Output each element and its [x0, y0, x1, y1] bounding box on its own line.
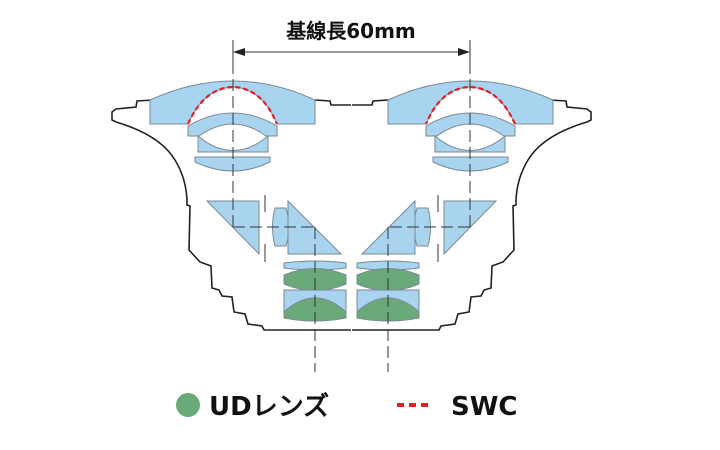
housing-outline	[111, 99, 351, 331]
ud-lens-2	[283, 297, 347, 322]
baseline-title: 基線長60mm	[286, 19, 416, 43]
right-optical-barrel	[350, 60, 593, 374]
objective-rear-lens	[194, 156, 271, 172]
left-optical-barrel	[111, 62, 351, 372]
objective-meniscus	[187, 112, 278, 137]
ud-lens-legend-marker	[176, 393, 200, 417]
baseline-dimension	[232, 40, 471, 70]
ud-lens-legend-label: UDレンズ	[209, 391, 329, 422]
swc-legend-label: SWC	[451, 392, 518, 422]
objective-inner-lens	[197, 134, 269, 153]
legend: UDレンズ SWC	[176, 391, 518, 422]
